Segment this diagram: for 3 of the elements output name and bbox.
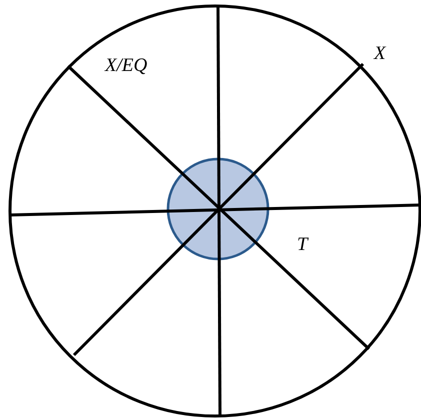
sector-label: X xyxy=(374,44,386,63)
sector-label: T xyxy=(297,235,308,254)
sector-label: X/EQ xyxy=(105,56,148,75)
